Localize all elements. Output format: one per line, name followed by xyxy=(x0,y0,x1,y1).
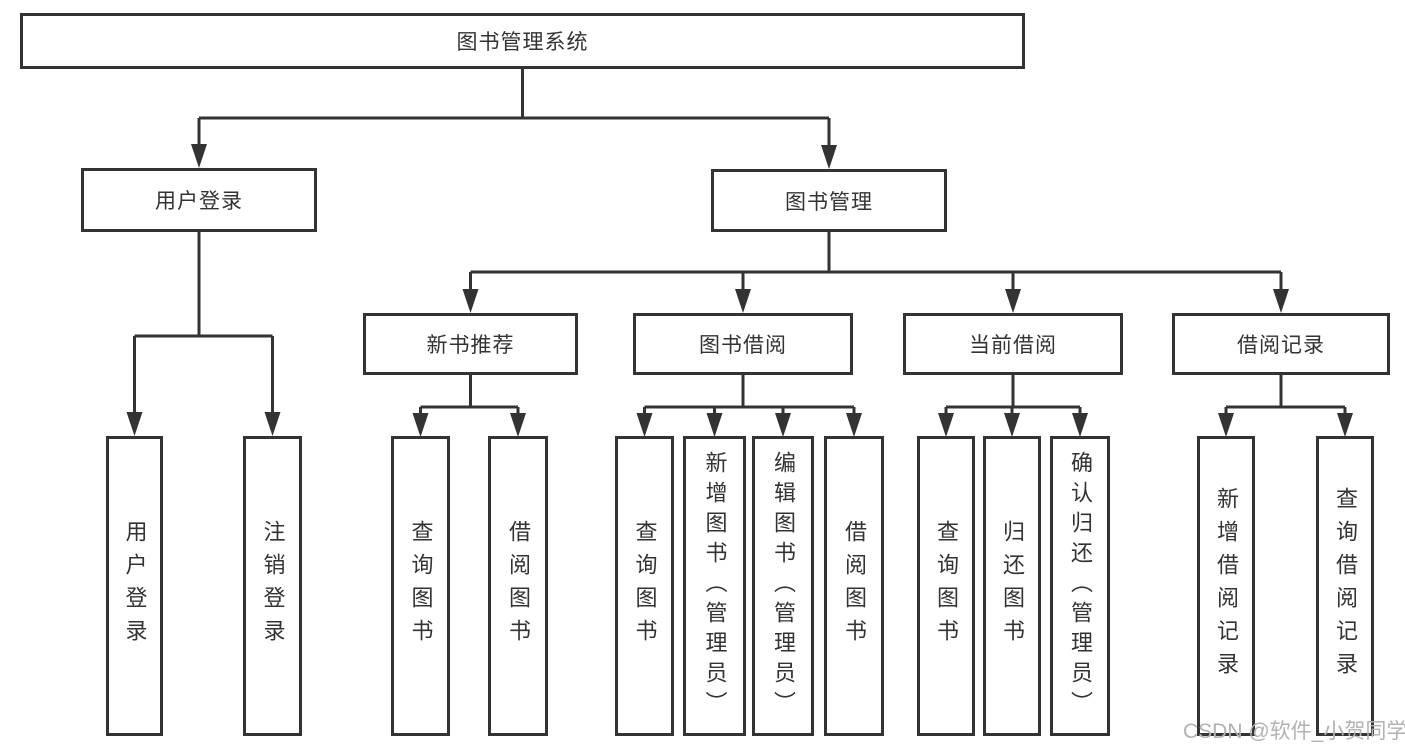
leaf-logout: 注销登录 xyxy=(243,436,302,736)
leaf-borrow-books-recommendation: 借阅图书 xyxy=(488,436,548,736)
node-library-management-system: 图书管理系统 xyxy=(20,13,1025,69)
node-borrowing-records: 借阅记录 xyxy=(1172,313,1390,375)
arrow-heads xyxy=(126,144,1353,437)
node-book-borrowing: 图书借阅 xyxy=(633,313,853,375)
leaf-user-login: 用户登录 xyxy=(106,436,163,736)
node-book-management: 图书管理 xyxy=(711,169,947,232)
tree-edges xyxy=(133,69,1347,415)
node-user-login: 用户登录 xyxy=(81,168,317,232)
leaf-query-books-borrowing: 查询图书 xyxy=(615,436,674,736)
leaf-query-borrow-record: 查询借阅记录 xyxy=(1316,436,1374,736)
node-new-book-recommendation: 新书推荐 xyxy=(363,313,578,375)
leaf-edit-books-admin: 编辑图书（管理员） xyxy=(752,436,814,736)
leaf-add-books-admin: 新增图书（管理员） xyxy=(683,436,746,736)
leaf-query-books-recommendation: 查询图书 xyxy=(391,436,450,736)
csdn-watermark: CSDN @软件_小贺同学 xyxy=(1183,720,1405,743)
node-current-borrowing: 当前借阅 xyxy=(903,313,1123,375)
leaf-borrow-books-borrowing: 借阅图书 xyxy=(824,436,884,736)
leaf-confirm-return-admin: 确认归还（管理员） xyxy=(1050,436,1110,736)
leaf-add-borrow-record: 新增借阅记录 xyxy=(1197,436,1255,736)
leaf-return-books: 归还图书 xyxy=(983,436,1041,736)
leaf-query-books-current: 查询图书 xyxy=(917,436,975,736)
